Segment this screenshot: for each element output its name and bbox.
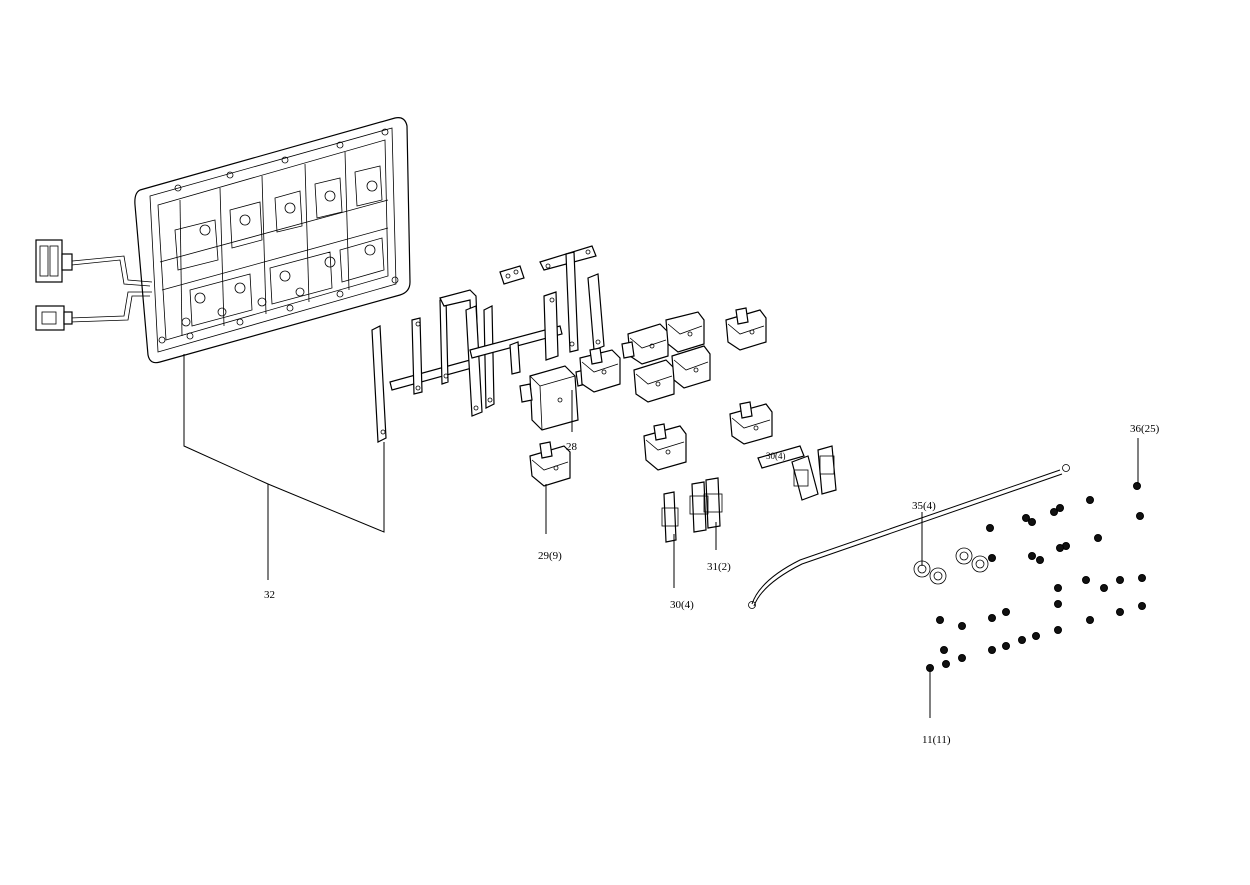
callout-32: 32 [264,589,275,601]
small-nuts [926,482,1146,672]
connector-top [35,239,73,283]
leader-lines [183,354,1139,718]
callout-labels: 28 29(9) 30(4) 30(4) 31(2) 32 35(4) 36(2… [264,423,1160,746]
control-box-housing [134,117,411,364]
fuse [661,491,679,543]
large-nuts [913,547,989,585]
callout-28: 28 [566,441,578,453]
terminal-block [729,401,773,445]
terminal-block [725,307,767,351]
callout-35: 35(4) [912,500,936,512]
fuses [661,445,837,543]
callout-30: 30(4) [670,599,694,611]
terminal-block [529,441,571,487]
callout-30-secondary: 30(4) [766,451,786,461]
terminal-block [621,323,669,365]
terminal-block [665,311,705,353]
wire-harness [35,239,153,331]
terminal-blocks [529,307,773,487]
bus-bars [371,245,605,443]
callout-29: 29(9) [538,550,562,562]
terminal-block [671,345,711,389]
terminal-block [633,359,675,403]
connector-bottom [35,305,73,331]
callout-36: 36(25) [1130,423,1160,435]
callout-11: 11(11) [922,734,951,746]
callout-31: 31(2) [707,561,731,573]
fuse-small [757,445,837,501]
terminal-block [643,423,687,471]
fuse-holder [689,477,723,533]
relay-large [519,365,587,431]
ground-wire [748,464,1070,609]
terminal-block [579,347,621,393]
